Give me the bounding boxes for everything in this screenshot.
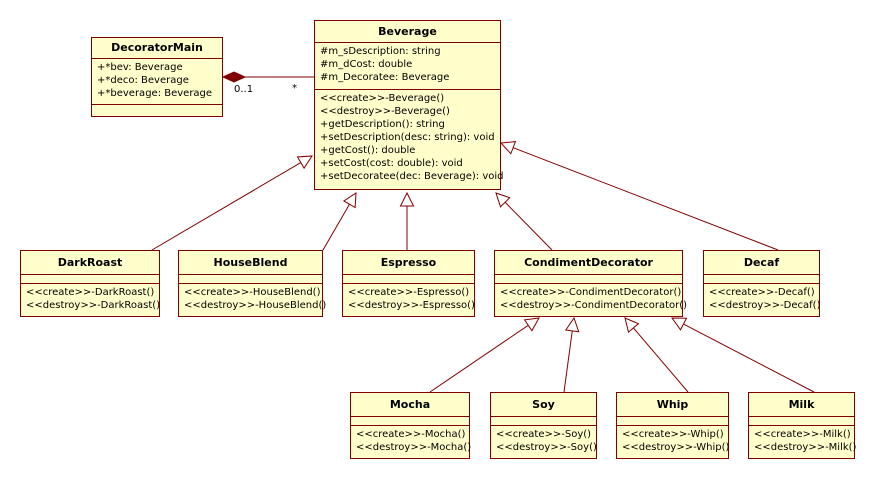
class-decorator-main[interactable]: DecoratorMain +*bev: Beverage +*deco: Be… bbox=[91, 37, 223, 117]
class-decaf[interactable]: Decaf <<create>>-Decaf() <<destroy>>-Dec… bbox=[703, 250, 820, 317]
operations-section: <<create>>-Milk() <<destroy>>-Milk() bbox=[749, 426, 857, 456]
operations-section: <<create>>-Beverage() <<destroy>>-Bevera… bbox=[315, 90, 504, 185]
operation: <<create>>-DarkRoast() bbox=[26, 287, 155, 298]
attributes-section bbox=[351, 417, 469, 426]
class-name: Espresso bbox=[343, 251, 474, 275]
operations-section: <<create>>-Espresso() <<destroy>>-Espres… bbox=[343, 284, 475, 314]
operations-section: <<create>>-Whip() <<destroy>>-Whip() bbox=[617, 426, 730, 456]
class-dark-roast[interactable]: DarkRoast <<create>>-DarkRoast() <<destr… bbox=[20, 250, 160, 317]
operation: <<destroy>>-CondimentDecorator() bbox=[500, 300, 688, 311]
attributes-section bbox=[749, 417, 854, 426]
generalization-condimentdecorator-line bbox=[504, 201, 553, 251]
class-soy[interactable]: Soy <<create>>-Soy() <<destroy>>-Soy() bbox=[490, 392, 597, 459]
generalization-mocha-arrowhead bbox=[523, 317, 540, 332]
attributes-section bbox=[704, 275, 819, 284]
operations-section: <<create>>-DarkRoast() <<destroy>>-DarkR… bbox=[21, 284, 161, 314]
operation: +getCost(): double bbox=[320, 145, 416, 156]
operation: <<destroy>>-Milk() bbox=[754, 442, 857, 453]
operations-section: <<create>>-Soy() <<destroy>>-Soy() bbox=[491, 426, 597, 456]
operation: <<destroy>>-Espresso() bbox=[348, 300, 475, 311]
operation: <<destroy>>-Soy() bbox=[496, 442, 597, 453]
generalization-houseblend-arrowhead bbox=[342, 192, 357, 209]
operations-section: <<create>>-HouseBlend() <<destroy>>-Hous… bbox=[179, 284, 327, 314]
attributes-section bbox=[179, 275, 322, 284]
class-name: HouseBlend bbox=[179, 251, 322, 275]
operation: <<destroy>>-Mocha() bbox=[356, 442, 472, 453]
class-house-blend[interactable]: HouseBlend <<create>>-HouseBlend() <<des… bbox=[178, 250, 327, 317]
class-name: CondimentDecorator bbox=[495, 251, 682, 275]
operation: <<create>>-Espresso() bbox=[348, 287, 470, 298]
class-name: DecoratorMain bbox=[92, 38, 222, 59]
generalization-decaf-line bbox=[512, 147, 779, 251]
class-milk[interactable]: Milk <<create>>-Milk() <<destroy>>-Milk(… bbox=[748, 392, 857, 459]
class-name: Soy bbox=[491, 393, 596, 417]
operation: <<destroy>>-Decaf() bbox=[709, 300, 821, 311]
operation: <<create>>-Milk() bbox=[754, 429, 851, 440]
attributes-section bbox=[491, 417, 596, 426]
operation: <<create>>-Decaf() bbox=[709, 287, 815, 298]
operation: +getDescription(): string bbox=[320, 119, 445, 130]
attributes-section: #m_sDescription: string #m_dCost: double… bbox=[315, 43, 500, 90]
attributes-section bbox=[617, 417, 728, 426]
class-name: Milk bbox=[749, 393, 854, 417]
class-name: Decaf bbox=[704, 251, 819, 275]
attribute: +*beverage: Beverage bbox=[97, 88, 213, 99]
class-name: Mocha bbox=[351, 393, 469, 417]
generalization-espresso-arrowhead bbox=[399, 191, 415, 207]
operation: +setDecoratee(dec: Beverage): void bbox=[320, 171, 504, 182]
attribute: #m_Decoratee: Beverage bbox=[320, 72, 450, 83]
attribute: #m_dCost: double bbox=[320, 59, 413, 70]
operations-section: <<create>>-Decaf() <<destroy>>-Decaf() bbox=[704, 284, 821, 314]
operation: <<destroy>>-HouseBlend() bbox=[184, 300, 327, 311]
multiplicity-source: 0..1 bbox=[234, 84, 254, 95]
attributes-section: +*bev: Beverage +*deco: Beverage +*bever… bbox=[92, 59, 222, 105]
operations-section: <<create>>-CondimentDecorator() <<destro… bbox=[495, 284, 688, 314]
operations-section bbox=[92, 105, 222, 109]
attribute: +*deco: Beverage bbox=[97, 75, 189, 86]
operation: <<destroy>>-Whip() bbox=[622, 442, 730, 453]
multiplicity-target: * bbox=[292, 83, 297, 94]
operation: <<create>>-Beverage() bbox=[320, 93, 445, 104]
class-condiment-decorator[interactable]: CondimentDecorator <<create>>-CondimentD… bbox=[494, 250, 688, 317]
operation: +setCost(cost: double): void bbox=[320, 158, 463, 169]
class-mocha[interactable]: Mocha <<create>>-Mocha() <<destroy>>-Moc… bbox=[350, 392, 472, 459]
operation: +setDescription(desc: string): void bbox=[320, 132, 495, 143]
operation: <<create>>-Mocha() bbox=[356, 429, 466, 440]
attributes-section bbox=[495, 275, 682, 284]
attribute: +*bev: Beverage bbox=[97, 62, 183, 73]
generalization-milk-line bbox=[683, 323, 815, 393]
generalization-condimentdecorator-arrowhead bbox=[495, 192, 511, 208]
class-name: Beverage bbox=[315, 21, 500, 43]
generalization-darkroast-arrowhead bbox=[296, 155, 313, 170]
operation: <<create>>-Whip() bbox=[622, 429, 724, 440]
generalization-soy-arrowhead bbox=[564, 316, 580, 333]
generalization-soy-line bbox=[563, 330, 573, 393]
class-espresso[interactable]: Espresso <<create>>-Espresso() <<destroy… bbox=[342, 250, 475, 317]
generalization-whip-line bbox=[633, 327, 689, 393]
composition-diamond bbox=[221, 71, 247, 83]
generalization-whip-arrowhead bbox=[624, 317, 640, 334]
generalization-decaf-arrowhead bbox=[499, 141, 517, 155]
attribute: #m_sDescription: string bbox=[320, 46, 441, 57]
generalization-houseblend-line bbox=[322, 204, 350, 251]
operations-section: <<create>>-Mocha() <<destroy>>-Mocha() bbox=[351, 426, 472, 456]
generalization-darkroast-line bbox=[151, 162, 302, 251]
class-beverage[interactable]: Beverage #m_sDescription: string #m_dCos… bbox=[314, 20, 504, 190]
operation: <<create>>-HouseBlend() bbox=[184, 287, 321, 298]
class-name: Whip bbox=[617, 393, 728, 417]
attributes-section bbox=[343, 275, 474, 284]
class-name: DarkRoast bbox=[21, 251, 159, 275]
generalization-mocha-line bbox=[429, 324, 529, 393]
operation: <<create>>-CondimentDecorator() bbox=[500, 287, 682, 298]
class-whip[interactable]: Whip <<create>>-Whip() <<destroy>>-Whip(… bbox=[616, 392, 729, 459]
operation: <<destroy>>-DarkRoast() bbox=[26, 300, 161, 311]
attributes-section bbox=[21, 275, 159, 284]
operation: <<destroy>>-Beverage() bbox=[320, 106, 450, 117]
operation: <<create>>-Soy() bbox=[496, 429, 592, 440]
generalization-milk-arrowhead bbox=[671, 317, 688, 331]
